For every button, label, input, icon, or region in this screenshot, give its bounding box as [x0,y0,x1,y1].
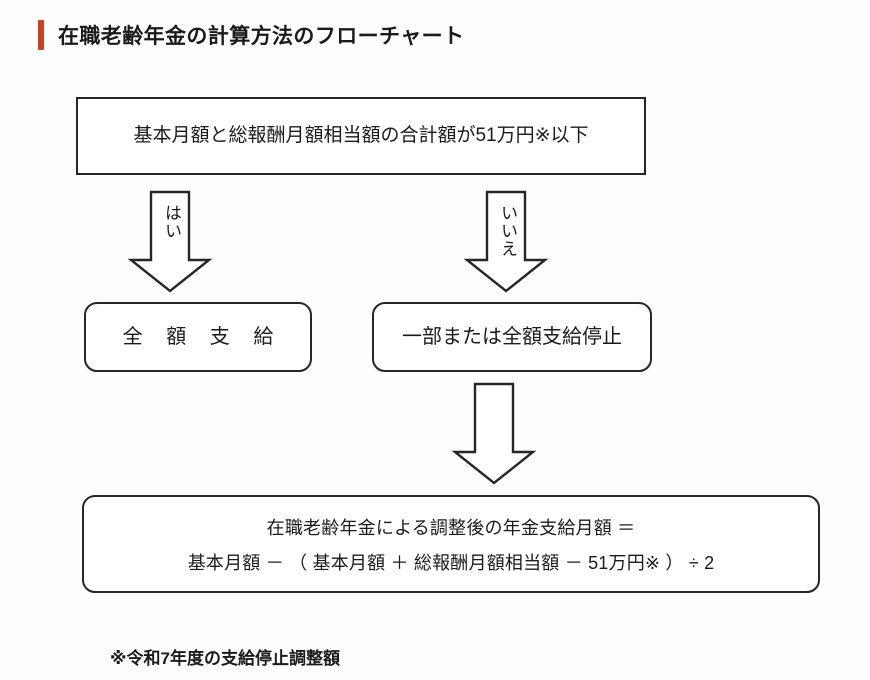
condition-box-text: 基本月額と総報酬月額相当額の合計額が51万円※以下 [133,125,589,147]
result-box-partial-suspension-text: 一部または全額支給停止 [402,325,622,348]
formula-line-2: 基本月額 － （ 基本月額 ＋ 総報酬月額相当額 － 51万円※ ） ÷ 2 [187,552,715,573]
result-box-partial-suspension: 一部または全額支給停止 [372,302,652,372]
result-box-full-payment: 全 額 支 給 [84,302,312,372]
arrow-to-formula [452,382,536,486]
arrow-no: いいえ [464,190,548,294]
arrow-yes-label: はい [162,204,181,240]
down-block-arrow-icon [464,190,548,293]
down-block-arrow-icon [128,190,212,293]
page-title: 在職老齢年金の計算方法のフローチャート [38,18,464,52]
down-block-arrow-icon [452,382,536,485]
arrow-no-label: いいえ [498,204,517,258]
formula-line-1: 在職老齢年金による調整後の年金支給月額 ＝ [266,517,636,538]
page-title-text: 在職老齢年金の計算方法のフローチャート [58,25,465,48]
formula-box: 在職老齢年金による調整後の年金支給月額 ＝ 基本月額 － （ 基本月額 ＋ 総報… [82,495,820,593]
arrow-yes: はい [128,190,212,294]
title-accent-bar [38,20,44,50]
footnote-text: ※令和7年度の支給停止調整額 [110,649,340,668]
result-box-full-payment-text: 全 額 支 給 [122,325,283,348]
condition-box: 基本月額と総報酬月額相当額の合計額が51万円※以下 [76,97,646,175]
